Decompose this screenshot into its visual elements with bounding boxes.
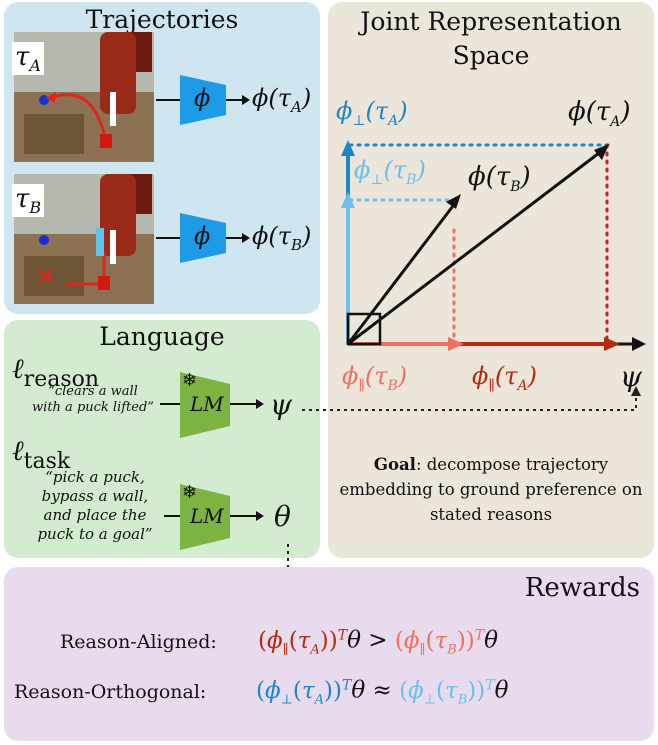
theta-symbol: θ	[274, 500, 291, 533]
reason-orthogonal-label: Reason-Orthogonal:	[14, 681, 207, 703]
phi-tau-b: ϕ(τB)	[252, 222, 312, 254]
rewards-title: Rewards	[524, 573, 640, 603]
trajectory-b-path	[38, 228, 116, 290]
joint-space-panel: Joint Representation Space ϕ⊥(τA) ϕ⊥(τB)…	[328, 2, 654, 558]
trajectory-a-path	[39, 92, 116, 148]
phi-par-a-label: ϕ∥(τA)	[472, 362, 537, 394]
lm-reason-icon	[180, 372, 230, 438]
phi-perp-b-label: ϕ⊥(τB)	[354, 156, 426, 188]
psi-symbol: ψ	[270, 388, 292, 421]
phi-tau-a-vector-label: ϕ(τA)	[568, 97, 631, 131]
encoder-a-icon	[180, 75, 226, 125]
trajectories-panel: Trajectories τA τB	[4, 2, 320, 314]
trajectories-title: Trajectories	[85, 5, 239, 34]
phi-perp-a-label: ϕ⊥(τA)	[336, 97, 408, 129]
l-task-label: ℓtask	[12, 434, 71, 474]
snowflake-icon: ❄	[182, 370, 198, 391]
phi-tau-a: ϕ(τA)	[252, 84, 312, 116]
lm-task-icon	[180, 484, 230, 550]
trajectory-connectors	[156, 95, 250, 243]
encoder-b-icon	[180, 213, 226, 263]
psi-axis-label: ψ	[620, 360, 642, 393]
task-quote: “pick a puck, bypass a wall, and place t…	[37, 468, 153, 543]
reason-orthogonal-formula: (ϕ⊥(τA))Tθ ≈ (ϕ⊥(τB))Tθ	[256, 677, 509, 708]
reason-quote: “clears a wall with a puck lifted”	[32, 384, 154, 415]
vector-diagram	[341, 140, 646, 351]
language-connectors	[160, 399, 264, 521]
phi-tau-b-vector-label: ϕ(τB)	[468, 162, 531, 196]
goal-text: Goal: decompose trajectory embedding to …	[339, 455, 643, 524]
l-reason-label: ℓreason	[12, 352, 100, 392]
tau-a-label: τA	[12, 42, 44, 76]
tau-b-label: τB	[12, 184, 45, 218]
encoder-a-label: ϕ	[194, 84, 211, 112]
snowflake-icon: ❄	[182, 482, 198, 503]
reason-aligned-formula: (ϕ∥(τA))Tθ > (ϕ∥(τB))Tθ	[258, 627, 498, 658]
phi-par-b-label: ϕ∥(τB)	[342, 362, 408, 394]
language-panel: Language ℓreason “clears a wall with a p…	[4, 320, 320, 558]
lm-task-label: LM	[190, 504, 224, 528]
encoder-b-label: ϕ	[194, 222, 211, 250]
joint-space-title: Joint Representation Space	[360, 7, 622, 70]
language-title: Language	[99, 322, 225, 351]
rewards-panel: Rewards Reason-Aligned: (ϕ∥(τA))Tθ > (ϕ∥…	[4, 567, 654, 741]
lm-reason-label: LM	[190, 392, 224, 416]
reason-aligned-label: Reason-Aligned:	[60, 631, 217, 653]
